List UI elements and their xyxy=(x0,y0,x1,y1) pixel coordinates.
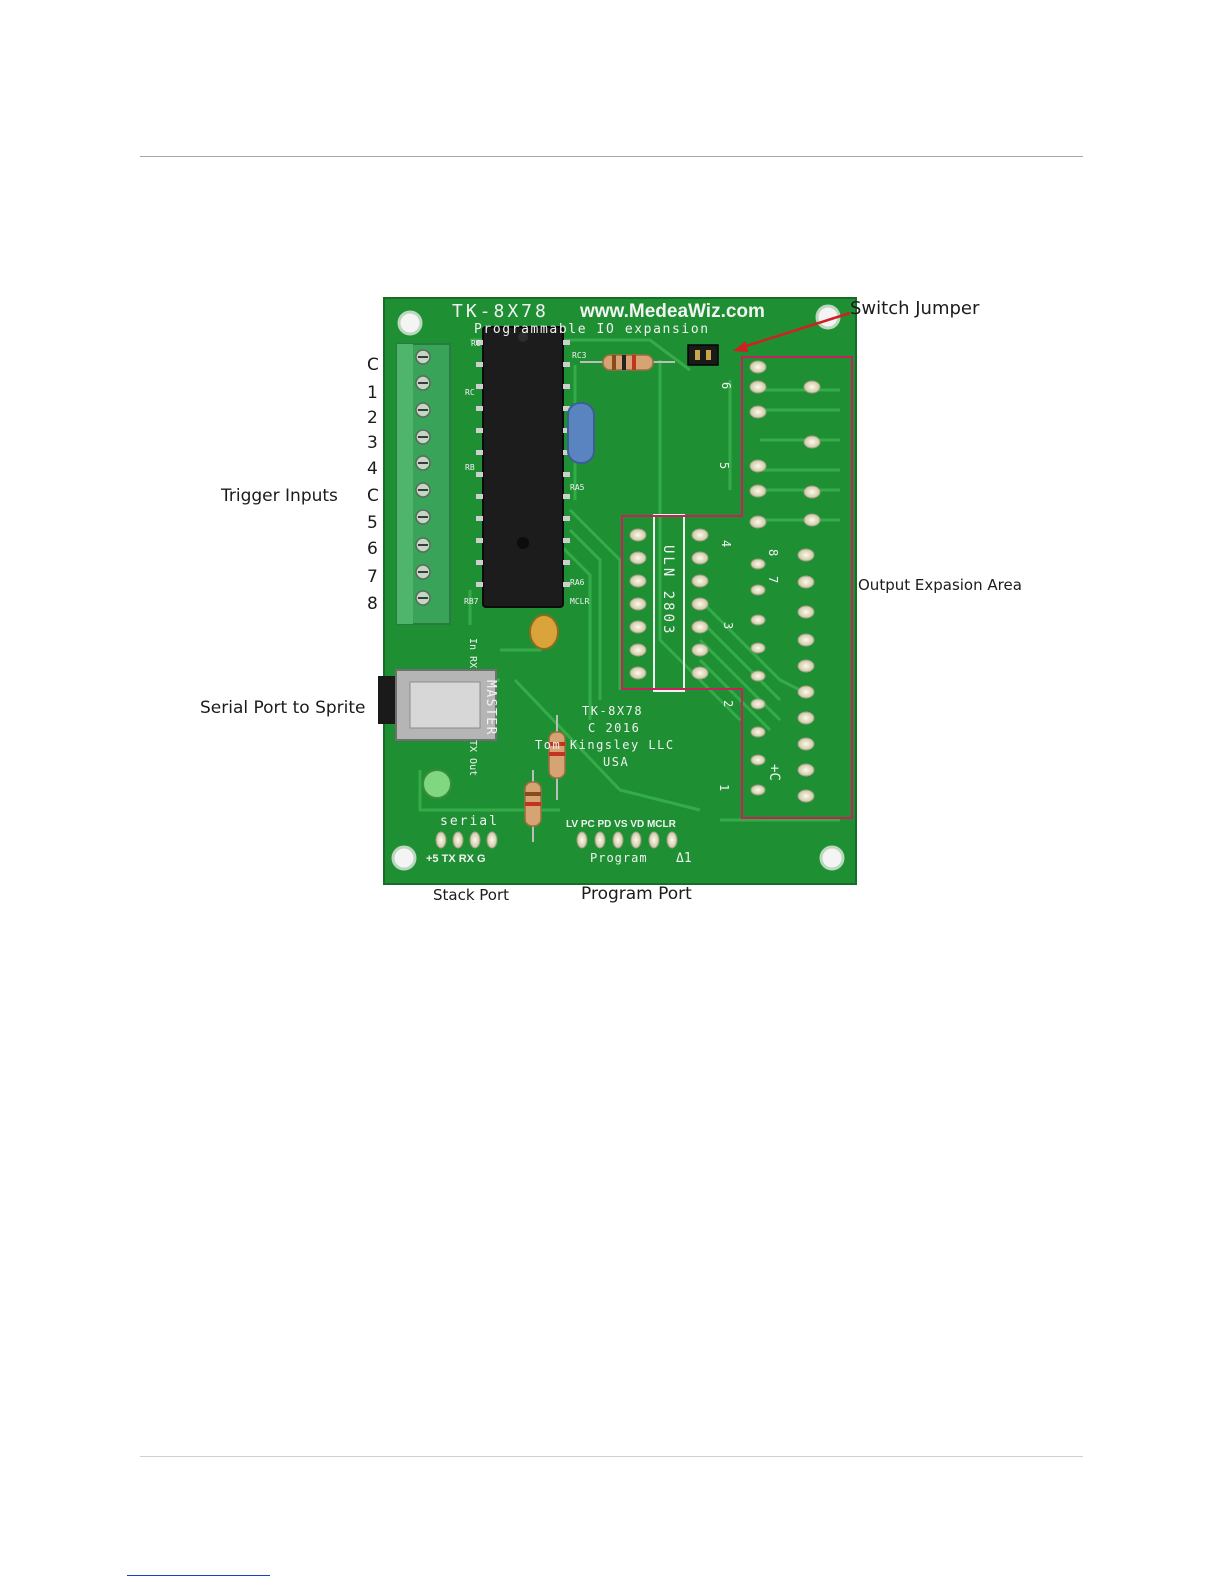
header-number: 7 xyxy=(766,576,780,583)
board-ic-label: ULN 2803 xyxy=(660,545,676,636)
board-center-model: TK-8X78 xyxy=(582,704,643,718)
callout-program-port: Program Port xyxy=(581,884,692,904)
callout-trigger-inputs: Trigger Inputs xyxy=(221,486,338,506)
callout-serial-port: Serial Port to Sprite xyxy=(200,698,366,718)
footer-link-underline xyxy=(127,1575,270,1576)
terminal-label: 4 xyxy=(367,459,378,479)
pin-label: MCLR xyxy=(570,597,589,606)
pin-label: RC xyxy=(465,388,475,397)
board-serial-label: serial xyxy=(440,814,499,829)
terminal-label: 6 xyxy=(367,539,378,559)
terminal-label: C xyxy=(367,486,379,506)
terminal-label: 8 xyxy=(367,594,378,614)
header-number: 2 xyxy=(721,700,735,707)
pcb-traces xyxy=(418,338,840,822)
header-number: 3 xyxy=(721,622,735,629)
board-copyright: C 2016 xyxy=(588,721,640,735)
pin-label: RB xyxy=(465,463,475,472)
terminal-label: C xyxy=(367,355,379,375)
board-program-label: Program xyxy=(590,851,648,865)
board-delta-label: Δ1 xyxy=(676,851,692,866)
callout-stack-port: Stack Port xyxy=(433,886,510,904)
board-program-pins: LV PC PD VS VD MCLR xyxy=(566,819,677,830)
terminal-block xyxy=(396,343,451,625)
board-company: Tom Kingsley LLC xyxy=(535,738,675,752)
header-rule xyxy=(140,156,1083,157)
board-country: USA xyxy=(603,755,629,769)
header-number: +C xyxy=(766,764,782,781)
resistor-lower-1 xyxy=(548,715,566,800)
pin-label: RC3 xyxy=(572,351,587,360)
capacitor-blue xyxy=(567,402,595,464)
microcontroller-chip xyxy=(476,326,570,608)
header-number: 5 xyxy=(717,462,731,469)
header-number: 1 xyxy=(717,784,731,791)
terminal-label: 7 xyxy=(367,567,378,587)
terminal-label: 1 xyxy=(367,383,378,403)
switch-jumper-arrow xyxy=(733,311,851,352)
pin-label: RA6 xyxy=(570,578,585,587)
header-number: 6 xyxy=(719,382,733,389)
callout-switch-jumper: Switch Jumper xyxy=(850,298,980,319)
mounting-holes xyxy=(391,304,845,871)
board-url: www.MedeaWiz.com xyxy=(579,301,765,322)
pin-label: RA5 xyxy=(570,483,585,492)
audio-jack xyxy=(378,669,497,741)
pin-label: RB7 xyxy=(464,597,479,606)
callout-output-area: Output Expasion Area xyxy=(858,576,1022,594)
board-serial-pins: +5 TX RX G xyxy=(426,853,486,865)
resistor-top xyxy=(580,354,675,371)
capacitor-tantalum xyxy=(529,614,559,650)
header-number: 8 xyxy=(766,549,780,556)
silkscreen-text: TK-8X78 www.MedeaWiz.com Programmable IO… xyxy=(426,301,782,866)
board-in-label: In RX xyxy=(467,638,478,668)
pin-label: RC xyxy=(471,339,481,348)
board-model-top: TK-8X78 xyxy=(452,301,549,322)
terminal-label: 2 xyxy=(367,408,378,428)
board-master-label: MASTER xyxy=(483,680,498,736)
resistor-lower-2 xyxy=(524,770,542,842)
board-out-label: TX Out xyxy=(467,740,478,776)
output-area-outline xyxy=(621,356,853,819)
switch-jumper xyxy=(687,344,719,366)
board-subtitle: Programmable IO expansion xyxy=(474,322,710,337)
footer-rule xyxy=(140,1456,1083,1457)
header-number: 4 xyxy=(719,540,733,547)
terminal-label: 5 xyxy=(367,513,378,533)
solder-pads xyxy=(435,360,821,849)
led xyxy=(422,769,452,799)
terminal-label: 3 xyxy=(367,433,378,453)
